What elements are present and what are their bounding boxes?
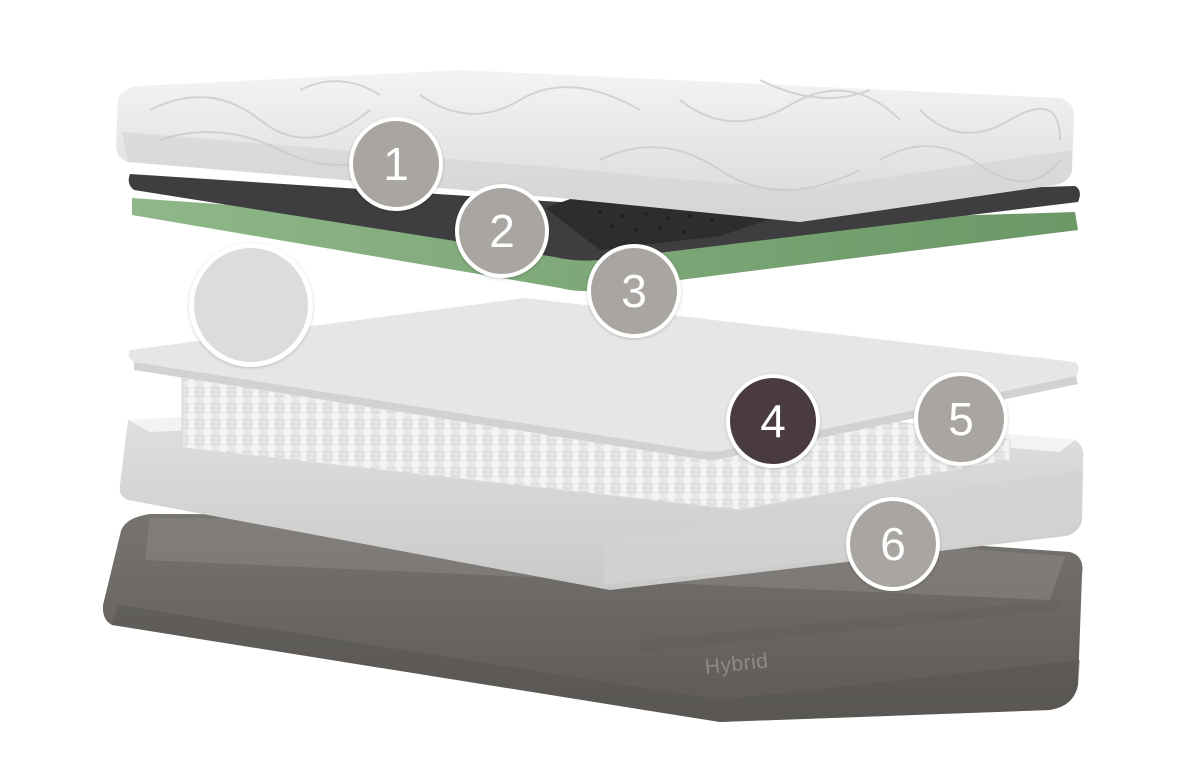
layer-marker-1-label: 1 (383, 138, 409, 190)
layer-marker-4-active[interactable]: 4 (726, 374, 820, 468)
layer-marker-3[interactable]: 3 (587, 244, 681, 338)
layer-marker-5[interactable]: 5 (914, 372, 1008, 466)
layer-marker-6[interactable]: 6 (846, 497, 940, 591)
layer-marker-4-label: 4 (760, 395, 786, 447)
layer-marker-1[interactable]: 1 (349, 117, 443, 211)
layer-marker-blank[interactable] (189, 243, 313, 367)
layer-marker-3-label: 3 (621, 265, 647, 317)
layer-marker-2[interactable]: 2 (455, 184, 549, 278)
layer-marker-6-label: 6 (880, 518, 906, 570)
layer-marker-5-label: 5 (948, 393, 974, 445)
transition-layer (128, 298, 1079, 460)
base-edge-detail (640, 600, 1060, 652)
layer-marker-2-label: 2 (489, 205, 515, 257)
